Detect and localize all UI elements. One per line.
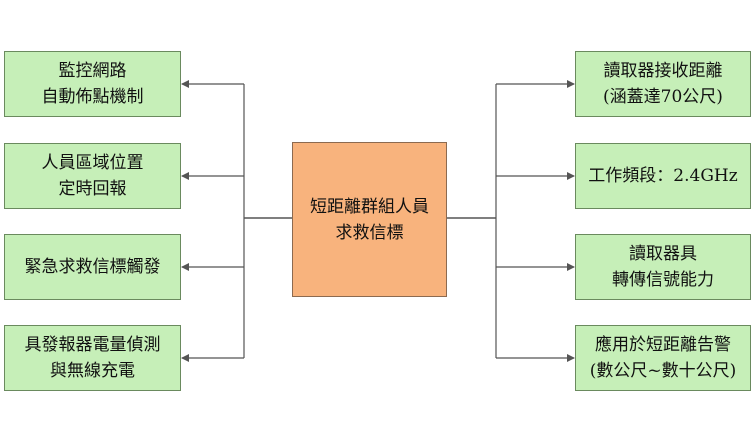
right-node-3: 讀取器具 轉傳信號能力	[575, 234, 751, 300]
left-node-3: 緊急求救信標觸發	[4, 234, 181, 300]
left-node-1: 監控網路 自動佈點機制	[4, 51, 181, 117]
right-node-2: 工作頻段：2.4GHz	[575, 143, 751, 209]
center-node: 短距離群組人員 求救信標	[292, 142, 447, 297]
left-node-4: 具發報器電量偵測 與無線充電	[4, 325, 181, 391]
right-node-1: 讀取器接收距離 (涵蓋達70公尺)	[575, 51, 751, 117]
right-node-4: 應用於短距離告警 (數公尺~數十公尺)	[575, 325, 751, 391]
left-node-2: 人員區域位置 定時回報	[4, 143, 181, 209]
